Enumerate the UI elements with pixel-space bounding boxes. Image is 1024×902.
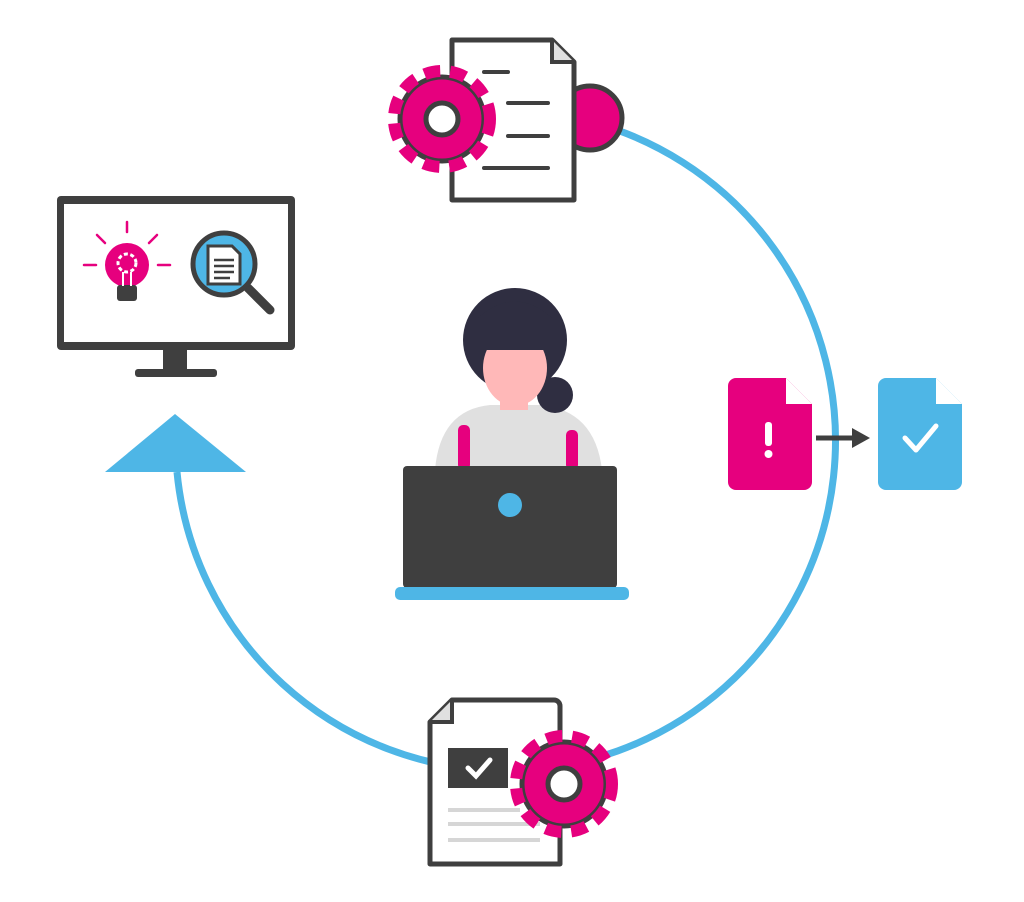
monitor-icon [57,196,295,377]
cycle-arrowhead-icon [105,414,246,472]
arrow-right-icon [816,428,870,448]
cycle-arc [173,114,839,775]
approved-document-icon [878,378,962,490]
lightbulb-gear-icon [82,220,172,301]
magnifier-document-icon [190,230,275,315]
document-gears-icon [388,37,625,203]
person-laptop-illustration [395,288,629,600]
error-document-icon [728,378,812,490]
checked-document-gear-icon [427,697,618,867]
